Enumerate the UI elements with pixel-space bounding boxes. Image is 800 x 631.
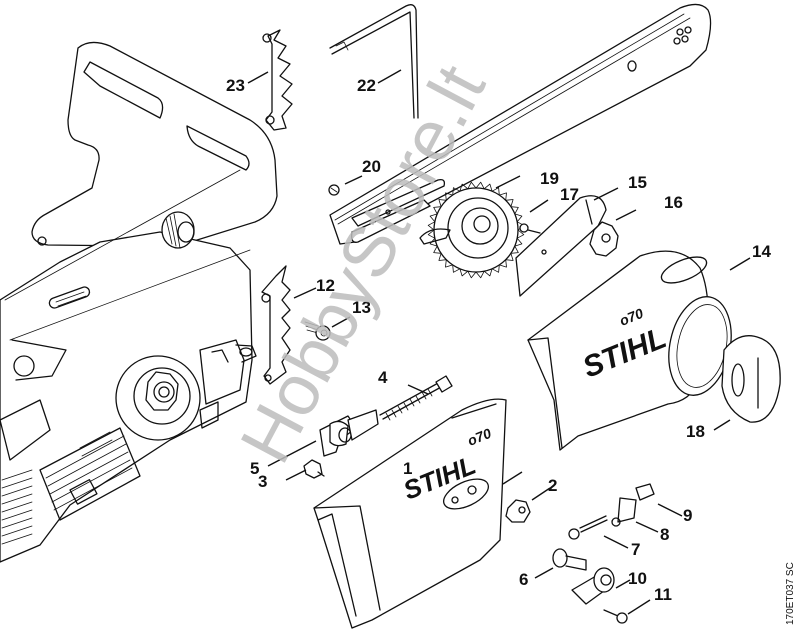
handle-slot-1: [83, 61, 164, 119]
part-8-bracket: [611, 497, 637, 527]
label-part-3: 3: [258, 472, 267, 491]
drawing-code: 170ET037 SC: [785, 562, 796, 625]
front-handle: [31, 41, 278, 252]
part-18-cap: [721, 335, 781, 423]
handle-eyelet: [37, 236, 47, 246]
label-part-8: 8: [660, 525, 669, 544]
part-3-pin: [303, 459, 325, 479]
part-10-knob-clamp: [571, 567, 615, 605]
bar-plates: [350, 178, 446, 243]
label-part-17: 17: [560, 185, 579, 204]
label-part-22: 22: [357, 76, 376, 95]
label-part-11: 11: [654, 585, 672, 604]
top-vent: [48, 286, 91, 309]
label-part-14: 14: [752, 242, 771, 261]
part-17-screw: [519, 223, 541, 234]
part-5-tensioner-slide: [319, 409, 379, 457]
part-23-bumper-spike: [262, 29, 293, 131]
guide-bar: [329, 3, 712, 245]
part-6-adjusting-wheel: [552, 548, 587, 571]
part-14-sprocket-cover: [527, 250, 732, 451]
part-11-screw: [603, 609, 628, 624]
label-part-6: 6: [519, 570, 528, 589]
housing-edge-line-2: [9, 249, 251, 341]
label-part-15: 15: [628, 173, 647, 192]
label-part-7: 7: [631, 540, 640, 559]
label-part-18: 18: [686, 422, 705, 441]
saw-body: [0, 41, 278, 563]
label-part-12: 12: [316, 276, 335, 295]
fan-grille: [39, 427, 141, 521]
bar-mount: [199, 339, 245, 405]
label-part-10: 10: [628, 569, 647, 588]
label-part-23: 23: [226, 76, 245, 95]
leader-lines: [247, 69, 751, 615]
handle-slot-2: [186, 125, 250, 171]
part-22-hex-key: [329, 4, 419, 119]
label-part-16: 16: [664, 193, 683, 212]
part-1-sprocket-cover: [313, 398, 507, 629]
label-part-9: 9: [683, 506, 692, 525]
sprocket-lever: [419, 228, 451, 245]
part-12-bumper-spike: [261, 265, 291, 385]
label-part-5: 5: [250, 459, 259, 478]
label-part-1: 1: [403, 459, 412, 478]
part-13-screw: [304, 321, 331, 341]
part-7-spur-gear-screw: [568, 515, 608, 540]
adjusting-sprocket: [419, 181, 525, 279]
label-part-19: 19: [540, 169, 559, 188]
housing-edge-line: [4, 169, 241, 301]
part-16-thumbwheel: [589, 221, 619, 257]
part-2-collar-nut: [505, 499, 531, 523]
label-part-2: 2: [548, 476, 557, 495]
part-15-baffle: [515, 195, 607, 297]
clutch-sprocket: [145, 371, 179, 411]
part-20-screw: [328, 184, 340, 196]
label-part-4: 4: [378, 368, 388, 387]
part-9-clip: [635, 483, 655, 501]
label-part-13: 13: [352, 298, 371, 317]
side-grille: [0, 339, 67, 545]
label-part-20: 20: [362, 157, 381, 176]
part-4-tensioner-screw: [379, 375, 453, 421]
